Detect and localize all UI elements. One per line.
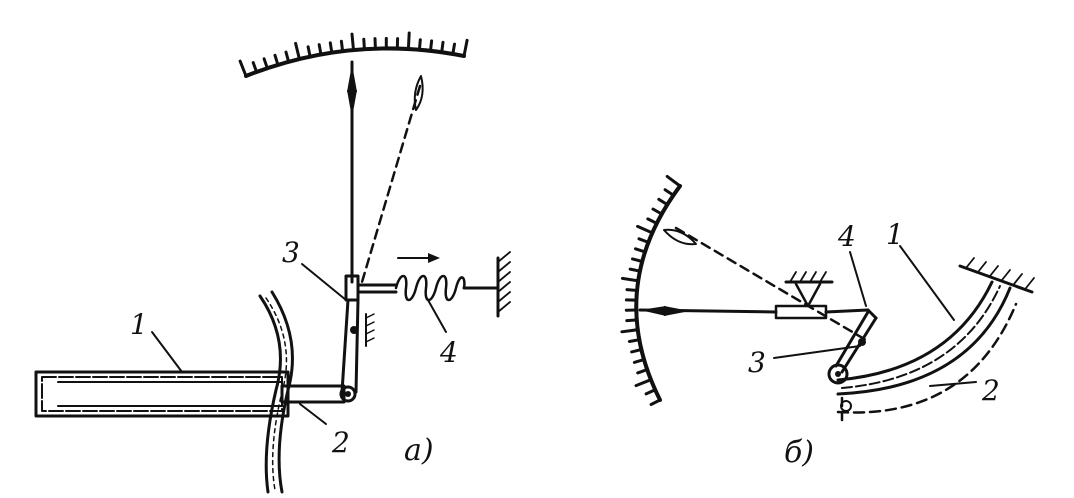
lever-a xyxy=(301,263,375,394)
scale-tick xyxy=(294,41,301,61)
scale-tick xyxy=(646,217,659,225)
scale-tick xyxy=(636,368,649,375)
pointer-b xyxy=(638,304,870,320)
scale-tick xyxy=(625,288,639,292)
scale-tick xyxy=(630,348,643,354)
scale-tick xyxy=(636,224,654,235)
label-b-1: 1 xyxy=(886,218,904,251)
scale-tick xyxy=(328,41,334,55)
scale-tick xyxy=(637,237,650,244)
label-a-1: 1 xyxy=(130,308,148,341)
scale-tick xyxy=(238,59,248,78)
scale-tick xyxy=(620,328,640,334)
scale-tick xyxy=(362,37,366,51)
scale-tick xyxy=(663,188,675,197)
label-b-2: 2 xyxy=(981,374,1000,407)
scale-arc-a xyxy=(238,31,469,78)
scale-tick xyxy=(306,45,312,59)
caption-a: а) xyxy=(404,433,434,468)
scale-tick xyxy=(634,378,653,388)
scale-tick xyxy=(251,61,259,74)
scale-tick xyxy=(632,358,646,364)
scale-tick xyxy=(339,39,345,53)
pivot-b xyxy=(784,271,834,308)
scale-tick xyxy=(651,207,664,216)
scale-tick xyxy=(284,50,291,64)
label-b-4: 4 xyxy=(837,220,856,253)
caption-b: б) xyxy=(784,435,814,470)
bourdon-tube-a xyxy=(34,331,357,425)
scale-tick xyxy=(406,31,411,51)
diagram-b: 1 2 3 4 б) xyxy=(620,174,1035,470)
scale-tick xyxy=(317,43,323,56)
pointer-a-deflected xyxy=(360,75,424,284)
scale-tick xyxy=(429,39,434,53)
scale-tick xyxy=(451,42,456,56)
curved-tube-b xyxy=(836,245,1035,422)
scale-tick xyxy=(657,197,669,207)
scale-tick xyxy=(634,247,647,254)
scale-tick xyxy=(644,388,657,396)
pointer-a xyxy=(347,60,357,284)
scale-tick xyxy=(462,38,469,58)
diagram-a: 1 2 3 4 а) xyxy=(34,31,511,494)
vessel-wall-a xyxy=(258,290,294,494)
label-a-3: 3 xyxy=(282,236,300,269)
scale-tick xyxy=(665,174,682,188)
scale-tick xyxy=(262,57,269,70)
scale-tick xyxy=(417,38,422,52)
pointer-b-deflected xyxy=(663,226,868,342)
scale-tick xyxy=(649,398,662,406)
label-b-3: 3 xyxy=(748,346,766,379)
label-a-4: 4 xyxy=(439,336,458,369)
scale-tick xyxy=(440,40,445,54)
scale-tick xyxy=(628,267,642,273)
lever-link-b xyxy=(773,251,878,385)
scale-tick xyxy=(631,257,644,263)
scale-tick xyxy=(273,53,280,67)
scale-tick xyxy=(350,32,355,52)
label-a-2: 2 xyxy=(331,426,350,459)
scale-tick xyxy=(625,318,639,323)
scale-tick xyxy=(627,338,641,343)
scale-tick xyxy=(620,276,640,283)
spring-a xyxy=(356,251,511,333)
scale-arc-b xyxy=(620,174,682,406)
